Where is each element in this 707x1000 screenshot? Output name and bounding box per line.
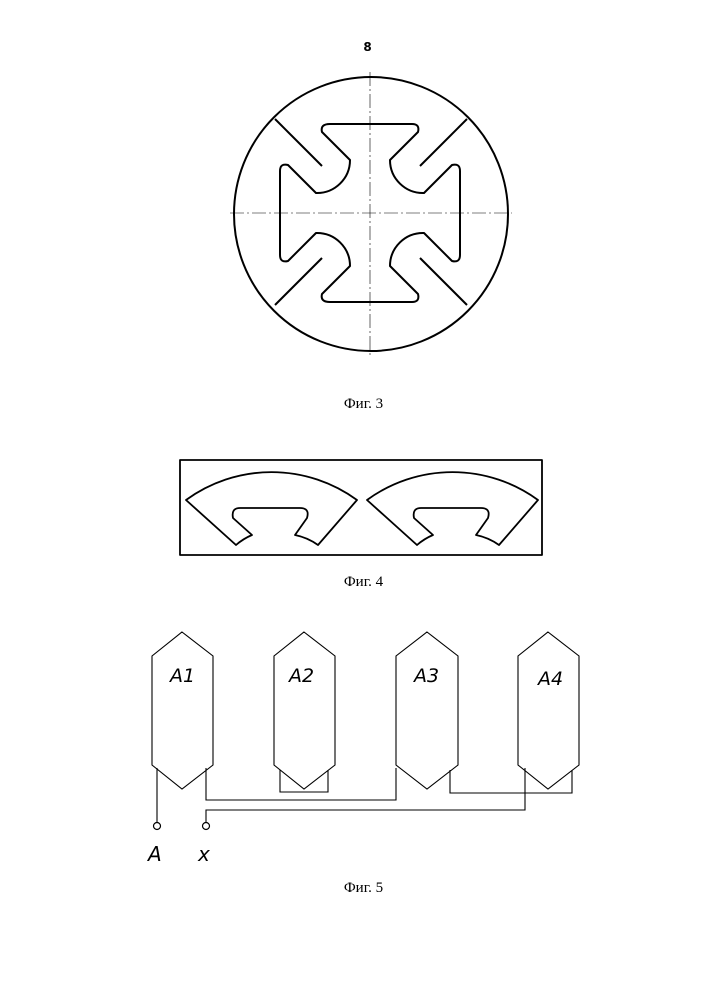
terminal-a-label: A — [146, 842, 162, 866]
wire-a3-to-a4 — [450, 770, 572, 793]
wire-a4-to-terminal-x — [206, 768, 525, 822]
wire-a1-to-a3 — [206, 768, 396, 800]
coil-a4-label: A4 — [536, 668, 563, 690]
coil-a4-outline — [518, 632, 579, 789]
coil-a3-label: A3 — [412, 665, 439, 687]
coil-a2-outline — [274, 632, 335, 789]
terminal-x-label: x — [197, 842, 210, 866]
coil-a1-label: A1 — [168, 665, 195, 687]
terminal-a-node — [154, 823, 161, 830]
figure-5-caption: Фиг. 5 — [0, 880, 707, 897]
coil-a3-outline — [396, 632, 458, 789]
terminal-x-node — [203, 823, 210, 830]
coil-a1-outline — [152, 632, 213, 789]
coil-a2-label: A2 — [287, 665, 314, 687]
